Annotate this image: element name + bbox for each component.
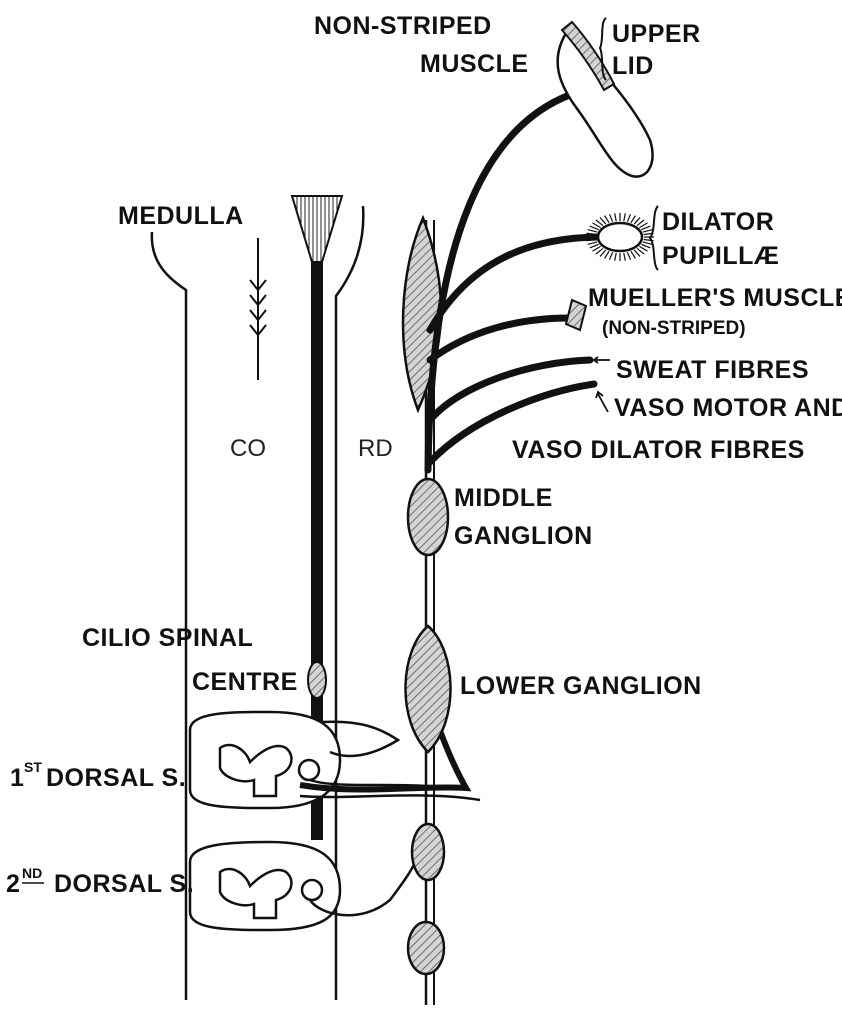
label-cord-right: RD — [358, 435, 393, 462]
cilio-spinal-centre-node — [307, 661, 327, 699]
label-non-striped: NON-STRIPED — [314, 12, 492, 40]
label-upper: UPPER — [612, 20, 701, 48]
label-second-dorsal: 2 ND DORSAL S. — [6, 865, 194, 898]
label-cilio-spinal: CILIO SPINAL — [82, 624, 253, 652]
svg-text:ND: ND — [22, 865, 42, 881]
svg-text:DORSAL S.: DORSAL S. — [54, 870, 194, 898]
label-pupillae: PUPILLÆ — [662, 242, 779, 270]
medulla-fibre-bundle — [290, 195, 344, 263]
direction-chevrons — [249, 238, 267, 380]
label-muellers-muscle: MUELLER'S MUSCLE — [588, 284, 842, 312]
label-middle: MIDDLE — [454, 484, 553, 512]
second-dorsal-segment-section — [188, 840, 342, 932]
label-cord-left: CO — [230, 435, 266, 462]
postganglionic-fibres — [424, 88, 602, 474]
upper-lid — [556, 20, 654, 178]
svg-text:2: 2 — [6, 870, 20, 898]
fibre-arrows — [592, 356, 610, 413]
svg-text:ST: ST — [24, 759, 42, 775]
label-lower-ganglion: LOWER GANGLION — [460, 672, 702, 700]
label-lid: LID — [612, 52, 654, 80]
middle-ganglion-node — [406, 477, 450, 557]
label-medulla: MEDULLA — [118, 202, 244, 230]
thoracic-ganglion-1 — [410, 822, 446, 882]
label-sweat-fibres: SWEAT FIBRES — [616, 356, 809, 384]
spinal-cord-outline — [150, 205, 365, 1000]
label-ganglion: GANGLION — [454, 522, 593, 550]
thoracic-ganglion-2 — [406, 920, 446, 976]
label-braces — [598, 17, 659, 271]
svg-text:1: 1 — [10, 764, 24, 792]
label-centre: CENTRE — [192, 668, 298, 696]
label-vaso-motor: VASO MOTOR AND — [614, 394, 842, 422]
label-muscle: MUSCLE — [420, 50, 529, 78]
label-non-striped-small: (NON-STRIPED) — [602, 318, 746, 339]
svg-text:DORSAL S.: DORSAL S. — [46, 764, 186, 792]
rami-communicantes — [299, 720, 481, 917]
label-first-dorsal: 1 ST DORSAL S. — [10, 759, 186, 792]
dilator-pupillae — [586, 213, 654, 261]
label-dilator: DILATOR — [662, 208, 774, 236]
label-vaso-dilator: VASO DILATOR FIBRES — [512, 436, 805, 464]
muellers-muscle — [564, 298, 588, 332]
first-dorsal-segment-section — [188, 710, 342, 810]
lower-ganglion-node — [404, 624, 452, 754]
